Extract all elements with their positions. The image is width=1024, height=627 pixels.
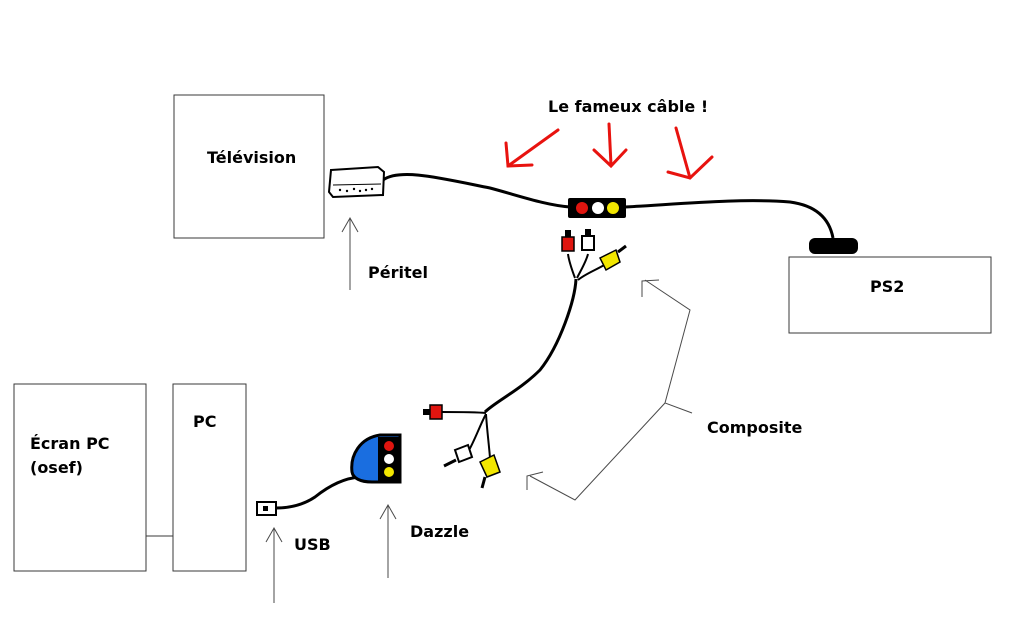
rca-plug-yellow-lower bbox=[479, 453, 501, 489]
scart-cable bbox=[382, 173, 571, 209]
cable-highlight-arrows bbox=[504, 122, 714, 180]
ps2-box bbox=[788, 256, 992, 334]
pc-screen-box bbox=[13, 383, 147, 572]
ps2-plug bbox=[809, 238, 858, 254]
usb-cable bbox=[275, 475, 361, 510]
peritel-pointer-arrow bbox=[341, 216, 359, 290]
rca-plug-red-lower bbox=[423, 404, 443, 420]
composite-pointer-arrows bbox=[526, 279, 693, 501]
lower-lead-white bbox=[467, 413, 487, 453]
usb-label: USB bbox=[294, 535, 331, 554]
dazzle-pointer-arrow bbox=[379, 503, 397, 578]
composite-lead-red bbox=[567, 253, 576, 279]
usb-plug bbox=[256, 501, 277, 516]
usb-pointer-arrow bbox=[265, 526, 283, 603]
dazzle-label: Dazzle bbox=[410, 522, 469, 541]
television-box bbox=[173, 94, 325, 239]
lower-lead-red bbox=[441, 411, 487, 414]
ps2-label: PS2 bbox=[870, 277, 904, 296]
composite-lead-white bbox=[576, 253, 589, 279]
rca-plug-yellow-upper bbox=[598, 244, 627, 272]
rca-plug-white-lower bbox=[443, 443, 474, 468]
composite-label: Composite bbox=[707, 418, 803, 437]
dazzle-device bbox=[350, 433, 402, 484]
pc-box bbox=[172, 383, 247, 572]
pc-label: PC bbox=[193, 412, 216, 431]
pc-screen-sublabel: (osef) bbox=[30, 458, 83, 477]
rca-plug-white-upper bbox=[581, 229, 595, 251]
pc-screen-label: Écran PC bbox=[30, 434, 110, 453]
ps2-cable bbox=[624, 199, 835, 239]
television-label: Télévision bbox=[207, 148, 296, 167]
lower-lead-yellow bbox=[485, 413, 491, 459]
composite-adapter bbox=[568, 198, 626, 218]
red-arrow-right bbox=[666, 126, 714, 180]
peritel-label: Péritel bbox=[368, 263, 428, 282]
red-arrow-middle bbox=[592, 122, 628, 169]
red-arrow-left bbox=[504, 128, 560, 168]
rca-plug-red-upper bbox=[561, 230, 575, 252]
cable-callout-label: Le fameux câble ! bbox=[548, 97, 708, 116]
scart-plug bbox=[327, 165, 386, 199]
composite-cable bbox=[483, 278, 578, 414]
